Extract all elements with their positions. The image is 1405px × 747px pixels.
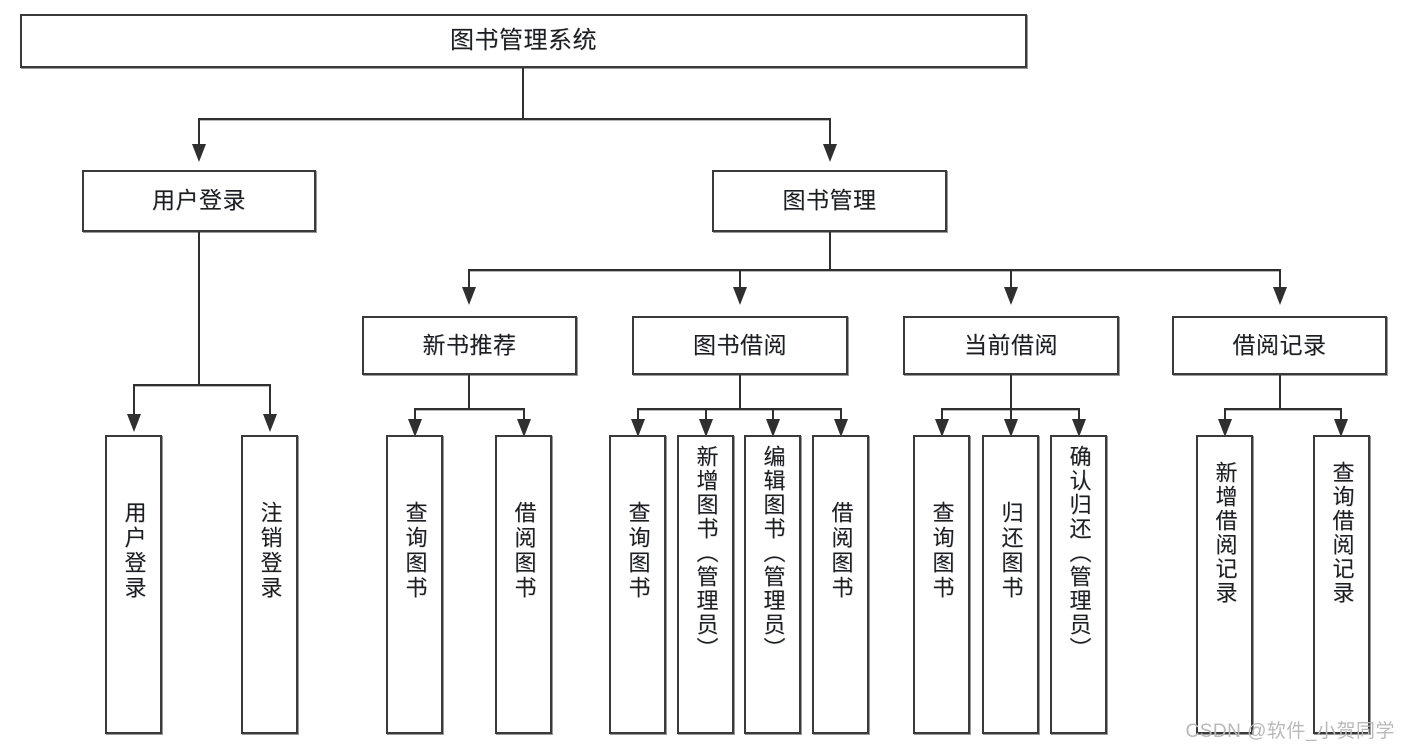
node-borrow-record[interactable]: 借阅记录 <box>1172 316 1387 375</box>
arrow-to-leaf-add-book <box>699 419 713 437</box>
connector-borrow-record-drop-2 <box>1340 408 1342 421</box>
node-user-login[interactable]: 用户登录 <box>82 170 316 232</box>
arrow-to-leaf-return-book <box>1004 419 1018 437</box>
connector-book-borrow-drop-4 <box>840 408 842 421</box>
connector-borrow-record-stem <box>1279 375 1281 409</box>
node-book-borrow[interactable]: 图书借阅 <box>632 316 848 375</box>
node-leaf-add-book[interactable]: 新增图书（管理员） <box>677 435 734 734</box>
connector-current-borrow-stem <box>1010 375 1012 409</box>
arrow-to-user-login <box>192 144 206 162</box>
node-root[interactable]: 图书管理系统 <box>20 14 1027 68</box>
node-leaf-borrow-book-2[interactable]: 借阅图书 <box>812 435 869 734</box>
connector-current-borrow-drop-3 <box>1078 408 1080 421</box>
node-new-book-recommend[interactable]: 新书推荐 <box>362 316 577 375</box>
connector-user-login-drop-2 <box>269 384 271 416</box>
arrow-to-leaf-user-logout <box>263 414 277 432</box>
node-leaf-borrow-book-1-label: 借阅图书 <box>511 501 537 601</box>
node-leaf-user-login[interactable]: 用户登录 <box>105 435 162 734</box>
node-leaf-query-book-2-label: 查询图书 <box>625 501 651 601</box>
connector-level3-bus <box>468 269 1280 271</box>
node-user-login-label: 用户登录 <box>152 187 246 214</box>
node-book-borrow-label: 图书借阅 <box>693 331 787 358</box>
connector-level2-left-drop <box>198 118 200 146</box>
arrow-to-leaf-query-book-3 <box>935 419 949 437</box>
connector-borrow-record-bus <box>1224 408 1342 410</box>
arrow-to-leaf-confirm-return <box>1072 419 1086 437</box>
node-borrow-record-label: 借阅记录 <box>1232 331 1327 358</box>
arrow-to-leaf-edit-book <box>766 419 780 437</box>
arrow-to-leaf-query-book-2 <box>631 419 645 437</box>
connector-level2-bus <box>198 118 831 120</box>
node-leaf-query-record-label: 查询借阅记录 <box>1329 461 1355 605</box>
connector-book-manage-stem <box>829 232 831 270</box>
connector-level3-drop-3 <box>1010 269 1012 289</box>
connector-book-borrow-drop-2 <box>705 408 707 421</box>
connector-user-login-bus <box>133 384 271 386</box>
connector-new-book-drop-1 <box>414 408 416 421</box>
node-leaf-query-book-1-label: 查询图书 <box>402 501 428 601</box>
node-leaf-borrow-book-1[interactable]: 借阅图书 <box>495 435 552 734</box>
node-leaf-query-book-3-label: 查询图书 <box>929 501 955 601</box>
connector-book-borrow-stem <box>739 375 741 409</box>
node-leaf-add-book-label: 新增图书（管理员） <box>693 445 719 661</box>
node-current-borrow-label: 当前借阅 <box>964 331 1058 358</box>
arrow-to-book-manage <box>823 144 837 162</box>
node-leaf-query-record[interactable]: 查询借阅记录 <box>1313 435 1370 734</box>
node-new-book-recommend-label: 新书推荐 <box>422 331 517 358</box>
node-leaf-query-book-3[interactable]: 查询图书 <box>913 435 970 734</box>
node-leaf-confirm-return-label: 确认归还（管理员） <box>1066 445 1092 661</box>
connector-level2-right-drop <box>829 118 831 146</box>
node-leaf-confirm-return[interactable]: 确认归还（管理员） <box>1050 435 1107 734</box>
node-leaf-return-book-label: 归还图书 <box>998 501 1024 601</box>
connector-new-book-stem <box>468 375 470 409</box>
arrow-to-new-book-recommend <box>462 287 476 305</box>
connector-new-book-bus <box>414 408 525 410</box>
connector-level3-drop-4 <box>1279 269 1281 289</box>
node-leaf-return-book[interactable]: 归还图书 <box>982 435 1039 734</box>
connector-current-borrow-drop-2 <box>1010 408 1012 421</box>
connector-new-book-drop-2 <box>523 408 525 421</box>
connector-current-borrow-drop-1 <box>941 408 943 421</box>
arrow-to-leaf-borrow-book-1 <box>517 419 531 437</box>
node-book-manage-label: 图书管理 <box>782 187 877 214</box>
arrow-to-leaf-query-book-1 <box>408 419 422 437</box>
connector-user-login-stem <box>198 232 200 385</box>
arrow-to-leaf-user-login <box>127 414 141 432</box>
node-leaf-add-record-label: 新增借阅记录 <box>1212 461 1238 605</box>
connector-book-borrow-drop-3 <box>772 408 774 421</box>
node-leaf-user-logout-label: 注销登录 <box>257 501 283 601</box>
connector-book-borrow-drop-1 <box>637 408 639 421</box>
connector-book-borrow-bus <box>637 408 841 410</box>
node-leaf-user-login-label: 用户登录 <box>121 501 147 601</box>
connector-borrow-record-drop-1 <box>1224 408 1226 421</box>
node-leaf-query-book-2[interactable]: 查询图书 <box>609 435 666 734</box>
node-current-borrow[interactable]: 当前借阅 <box>903 316 1119 375</box>
node-leaf-borrow-book-2-label: 借阅图书 <box>828 501 854 601</box>
node-leaf-add-record[interactable]: 新增借阅记录 <box>1196 435 1253 734</box>
node-leaf-query-book-1[interactable]: 查询图书 <box>386 435 443 734</box>
arrow-to-book-borrow <box>733 287 747 305</box>
node-leaf-user-logout[interactable]: 注销登录 <box>241 435 298 734</box>
node-leaf-edit-book[interactable]: 编辑图书（管理员） <box>744 435 801 734</box>
connector-level3-drop-1 <box>468 269 470 289</box>
arrow-to-leaf-borrow-book-2 <box>834 419 848 437</box>
arrow-to-current-borrow <box>1004 287 1018 305</box>
connector-level3-drop-2 <box>739 269 741 289</box>
node-leaf-edit-book-label: 编辑图书（管理员） <box>760 445 786 661</box>
arrow-to-leaf-add-record <box>1218 419 1232 437</box>
connector-user-login-drop-1 <box>133 384 135 416</box>
node-root-label: 图书管理系统 <box>450 26 597 54</box>
connector-root-stem <box>522 68 524 119</box>
node-book-manage[interactable]: 图书管理 <box>712 170 947 232</box>
arrow-to-leaf-query-record <box>1334 419 1348 437</box>
arrow-to-borrow-record <box>1273 287 1287 305</box>
